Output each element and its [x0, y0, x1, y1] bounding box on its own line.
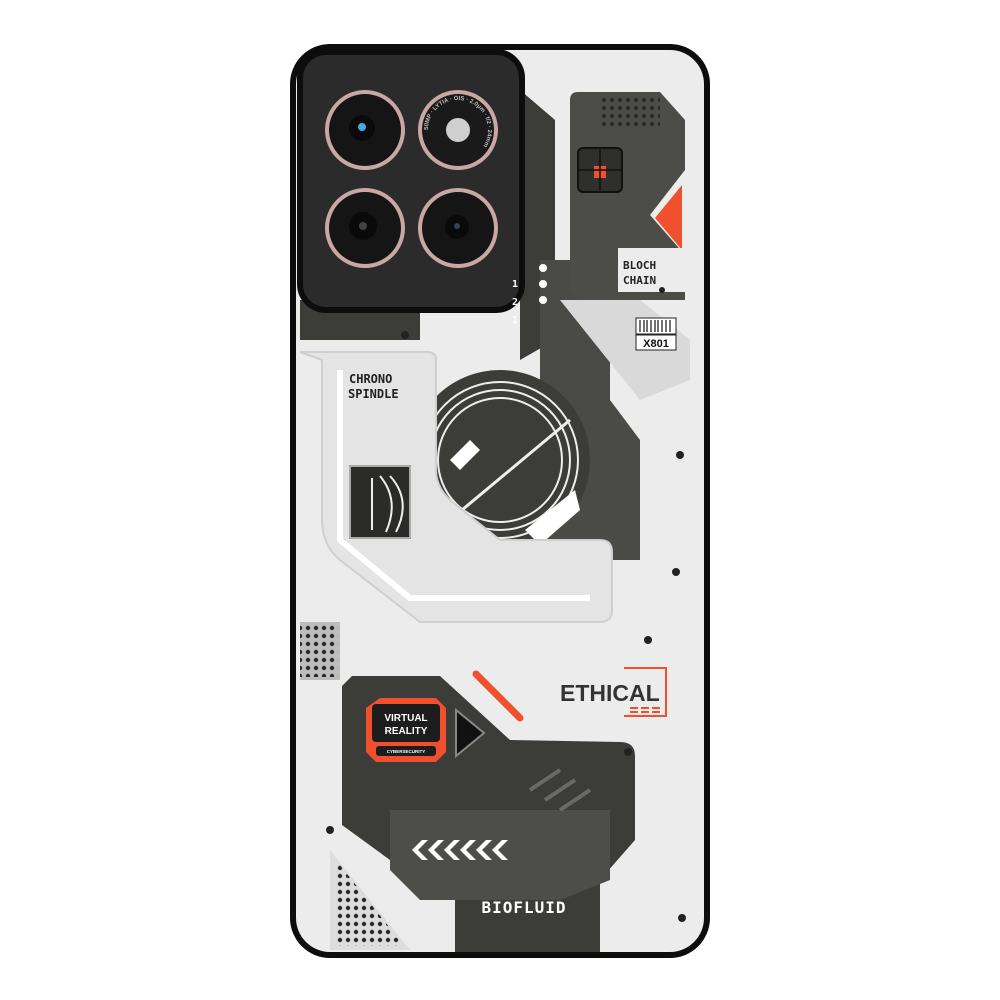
chain-label: CHAIN	[623, 274, 656, 287]
spindle-label: SPINDLE	[348, 387, 399, 401]
accent-stripe	[472, 670, 524, 722]
speaker-grille	[336, 860, 404, 946]
play-triangle-icon	[455, 707, 486, 759]
spindle-window	[349, 465, 411, 539]
camera-module	[297, 49, 525, 313]
barcode-code: X801	[643, 338, 669, 350]
ethical-logo-frame	[624, 667, 667, 717]
scale-mark: 2	[512, 297, 518, 308]
accent-triangle	[655, 185, 682, 250]
reality-label: REALITY	[385, 726, 428, 737]
scale-mark: 1	[512, 315, 518, 326]
chevrons-left-icon	[412, 840, 508, 860]
case-back	[296, 50, 704, 952]
chrono-label: CHRONO	[349, 372, 392, 386]
scale-mark: 1	[512, 279, 518, 290]
chrono-spindle-panel	[299, 351, 613, 623]
camera-lenses	[325, 90, 498, 268]
biofluid-label: BIOFLUID	[481, 898, 566, 917]
cybersecurity-label: CYBERSECURITY	[387, 749, 426, 754]
bloch-label: BLOCH	[623, 259, 656, 272]
ethical-logo-text: ETHICAL	[560, 680, 660, 706]
virtual-label: VIRTUAL	[384, 713, 427, 724]
